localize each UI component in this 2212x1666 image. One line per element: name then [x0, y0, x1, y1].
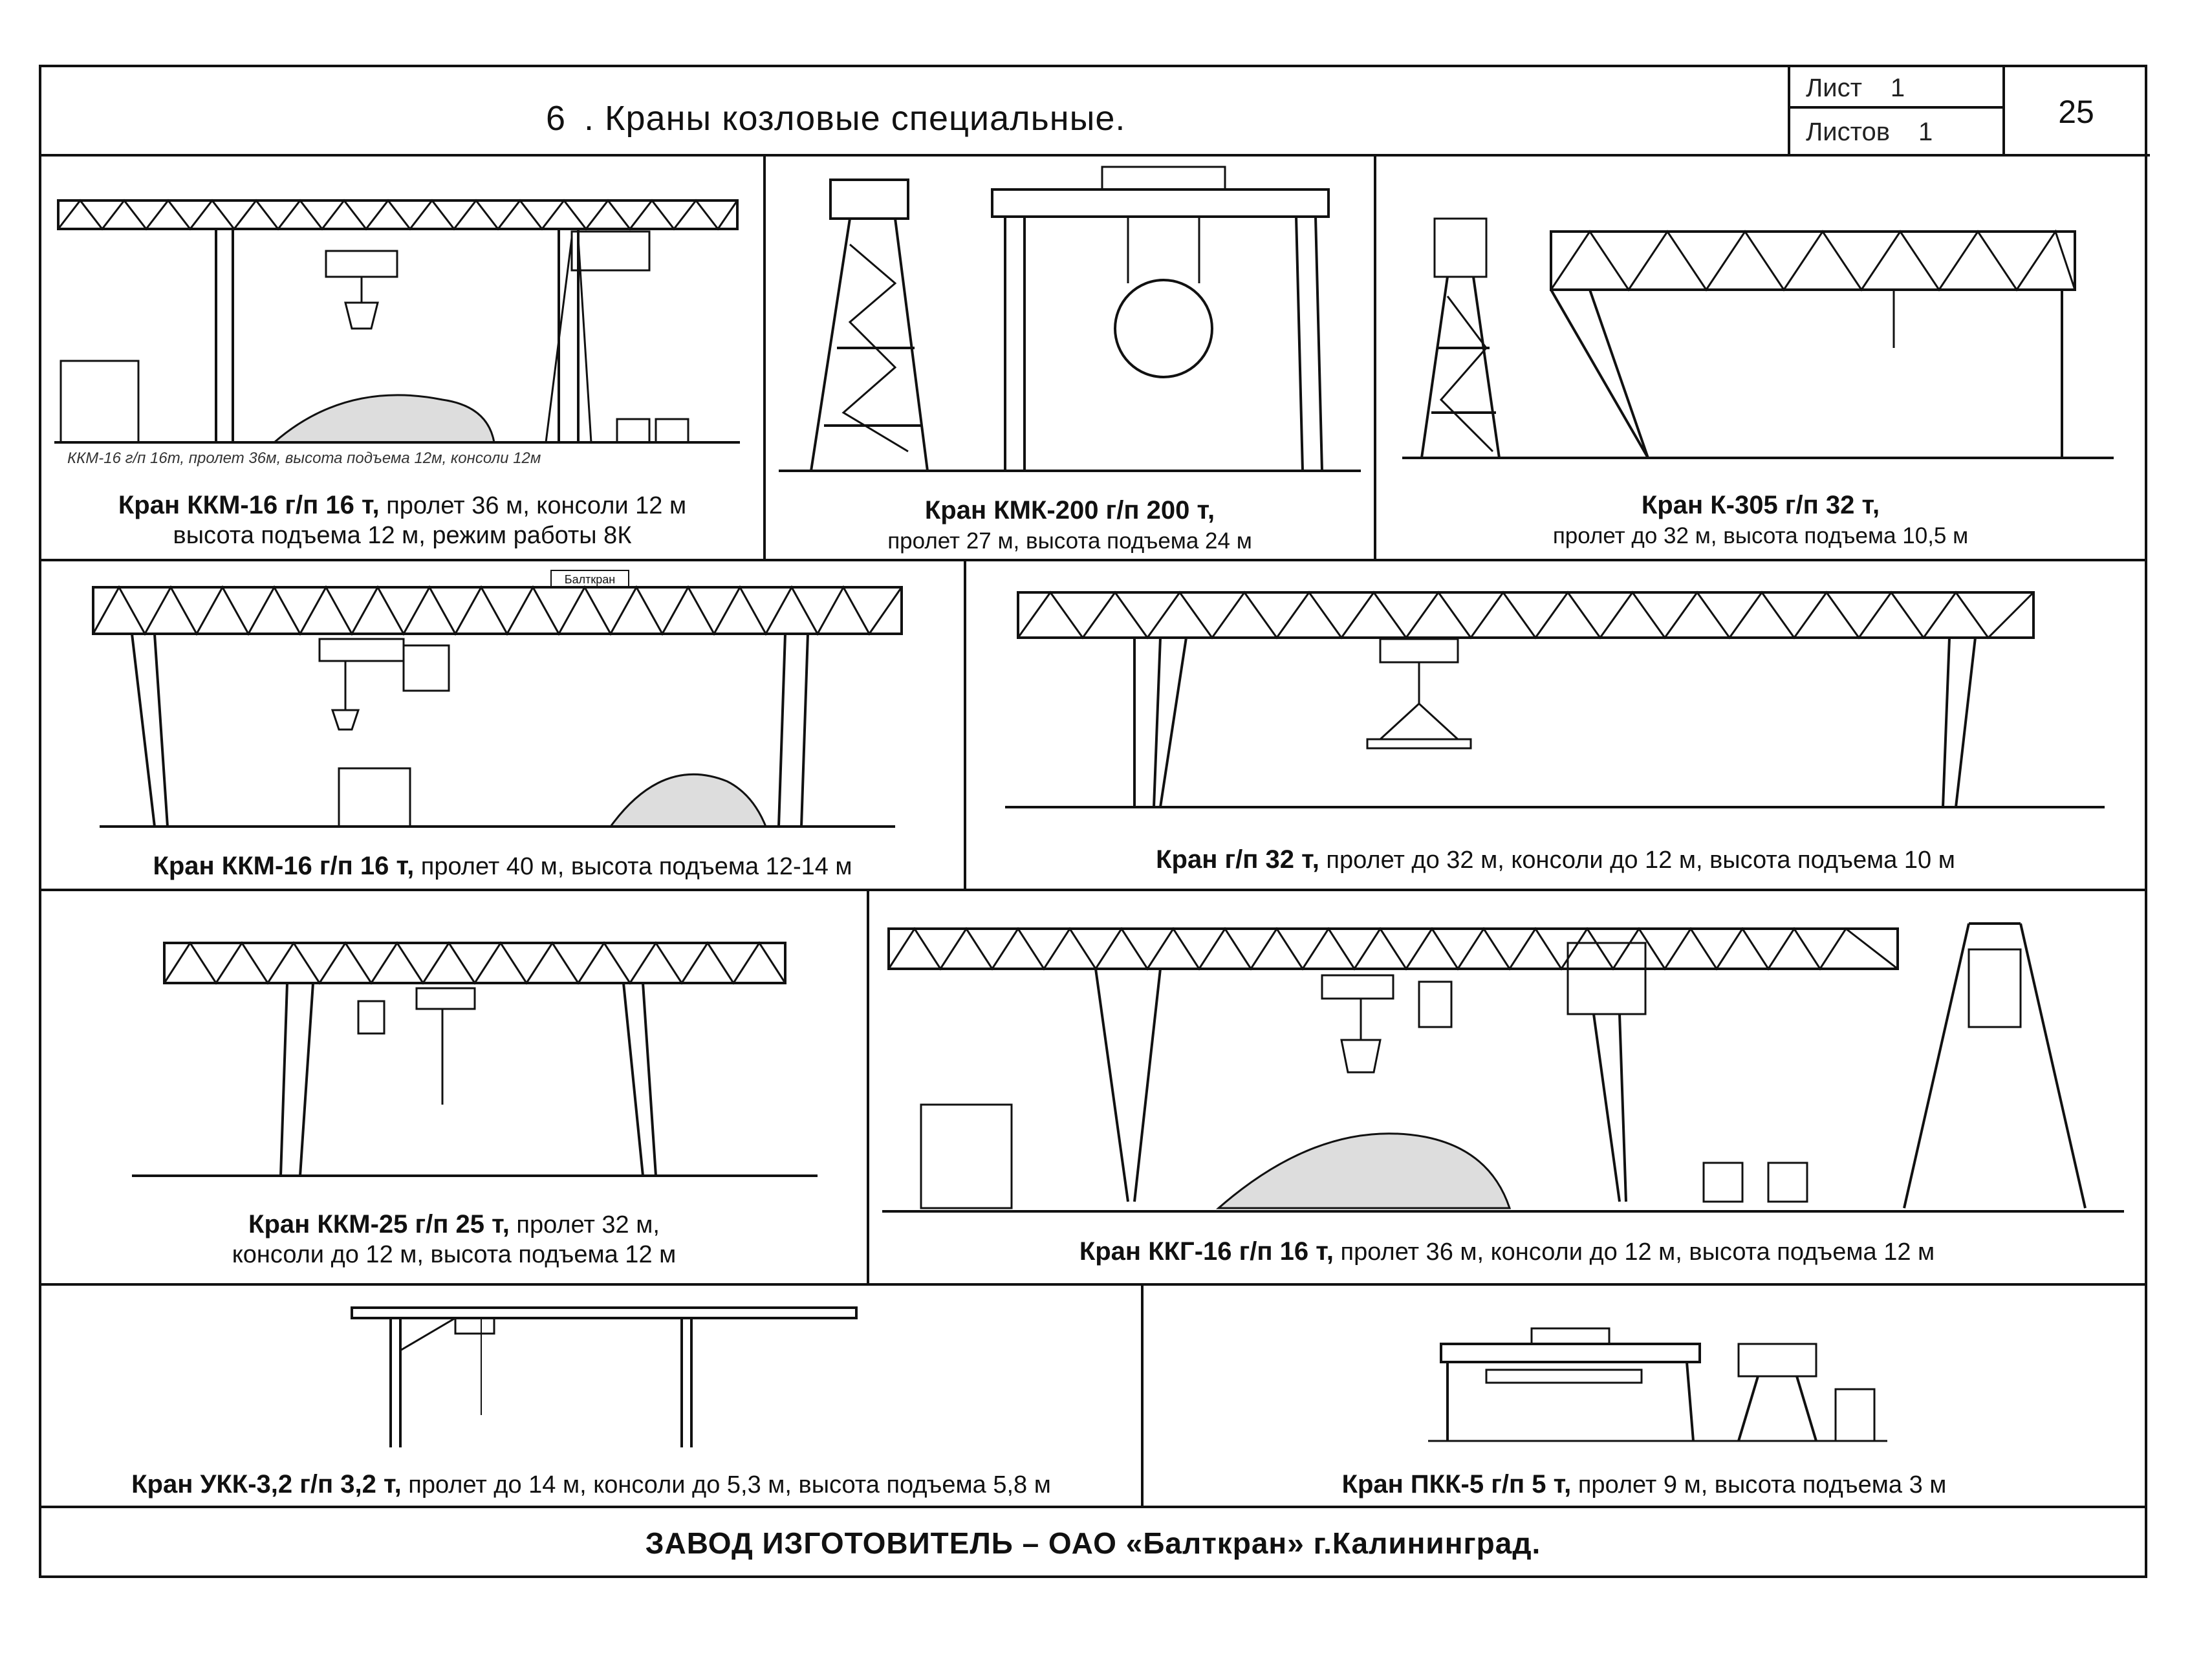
crane-desc: пролет 32 м,	[509, 1211, 660, 1239]
crane-name: Кран УКК-3,2 г/п 3,2 т,	[131, 1470, 402, 1498]
sheet-label: Лист	[1806, 74, 1862, 102]
crane-caption: Кран г/п 32 т, пролет до 32 м, консоли д…	[966, 845, 2145, 875]
crane-panel-pkk5: Кран ПКК-5 г/п 5 т, пролет 9 м, высота п…	[1144, 1286, 2145, 1508]
crane-drawing-kkm16-a: ККМ-16 г/п 16т, пролет 36м, высота подъе…	[54, 199, 740, 467]
crane-desc: пролет 36 м, консоли 12 м	[379, 492, 687, 519]
crane-desc-2: высота подъема 12 м, режим работы 8К	[173, 522, 632, 549]
crane-drawing-kkg16	[882, 922, 2124, 1213]
crane-desc-2: пролет 27 м, высота подъема 24 м	[887, 528, 1252, 554]
crane-name: Кран ККМ-16 г/п 16 т,	[153, 852, 415, 880]
sheets-row: Листов 1	[1790, 111, 2002, 153]
crane-caption: Кран К-305 г/п 32 т, пролет до 32 м, выс…	[1376, 490, 2145, 551]
crane-desc: пролет 9 м, высота подъема 3 м	[1571, 1471, 1947, 1498]
crane-name: Кран ПКК-5 г/п 5 т,	[1341, 1470, 1572, 1498]
crane-panel-kkm25: Кран ККМ-25 г/п 25 т, пролет 32 м, консо…	[41, 891, 869, 1286]
crane-caption: Кран ПКК-5 г/п 5 т, пролет 9 м, высота п…	[1144, 1469, 2145, 1500]
crane-panel-kkg16: Кран ККГ-16 г/п 16 т, пролет 36 м, консо…	[869, 891, 2145, 1286]
crane-panel-k305: Кран К-305 г/п 32 т, пролет до 32 м, выс…	[1376, 154, 2145, 561]
title-block: 6 . Краны козловые специальные. Лист 1 Лис…	[41, 67, 2150, 157]
section-number: 6	[546, 99, 567, 138]
crane-name: Кран КМК-200 г/п 200 т,	[924, 496, 1215, 525]
crane-desc: пролет до 32 м, консоли до 12 м, высота …	[1319, 847, 1955, 874]
crane-panel-kkm16-b: Балткран Кран ККМ-16 г/п 16 т, пролет 40…	[41, 561, 966, 891]
crane-drawing-ukk32	[351, 1306, 858, 1447]
crane-name: Кран ККГ-16 г/п 16 т,	[1079, 1237, 1334, 1266]
manufacturer-footer: ЗАВОД ИЗГОТОВИТЕЛЬ – ОАО «Балткран» г.Ка…	[645, 1526, 1541, 1560]
crane-drawing-kmk200	[779, 166, 1361, 472]
brand-plate: Балткран	[565, 573, 615, 586]
crane-desc: пролет до 14 м, консоли до 5,3 м, высота…	[401, 1471, 1051, 1498]
crane-desc: пролет 36 м, консоли до 12 м, высота под…	[1333, 1239, 1935, 1266]
crane-caption: Кран ККМ-25 г/п 25 т, пролет 32 м, консо…	[41, 1209, 867, 1270]
crane-panel-32t: Кран г/п 32 т, пролет до 32 м, консоли д…	[966, 561, 2145, 891]
crane-drawing-kkm25	[132, 941, 818, 1177]
section-title: 6 . Краны козловые специальные.	[546, 98, 1125, 138]
crane-drawing-k305	[1402, 217, 2114, 459]
drawing-sheet: 6 . Краны козловые специальные. Лист 1 Лис…	[39, 65, 2150, 1578]
crane-caption: Кран УКК-3,2 г/п 3,2 т, пролет до 14 м, …	[41, 1469, 1141, 1500]
crane-name: Кран г/п 32 т,	[1156, 845, 1319, 874]
page-number: 25	[2002, 67, 2147, 157]
crane-panel-ukk32: Кран УКК-3,2 г/п 3,2 т, пролет до 14 м, …	[41, 1286, 1144, 1508]
crane-drawing-32t	[1005, 590, 2105, 808]
crane-panel-kmk200: Кран КМК-200 г/п 200 т, пролет 27 м, выс…	[766, 154, 1376, 561]
drawing-note: ККМ-16 г/п 16т, пролет 36м, высота подъе…	[67, 449, 541, 467]
section-title-text: . Краны козловые специальные.	[584, 99, 1126, 138]
crane-name: Кран К-305 г/п 32 т,	[1641, 491, 1880, 519]
sheet-row: Лист 1	[1790, 67, 2002, 109]
crane-desc-2: пролет до 32 м, высота подъема 10,5 м	[1552, 523, 1969, 548]
crane-name: Кран ККМ-16 г/п 16 т,	[118, 491, 380, 519]
crane-panel-kkm16-a: ККМ-16 г/п 16т, пролет 36м, высота подъе…	[41, 154, 766, 561]
crane-caption: Кран КМК-200 г/п 200 т, пролет 27 м, выс…	[766, 495, 1374, 556]
crane-drawing-pkk5	[1428, 1327, 1887, 1442]
crane-desc-2: консоли до 12 м, высота подъема 12 м	[232, 1241, 677, 1268]
crane-name: Кран ККМ-25 г/п 25 т,	[248, 1210, 510, 1239]
sheet-value: 1	[1890, 74, 1905, 102]
sheets-value: 1	[1918, 118, 1933, 146]
crane-caption: Кран ККМ-16 г/п 16 т, пролет 40 м, высот…	[41, 851, 964, 882]
crane-caption: Кран ККМ-16 г/п 16 т, пролет 36 м, консо…	[41, 490, 763, 550]
crane-desc: пролет 40 м, высота подъема 12-14 м	[414, 853, 852, 880]
sheets-label: Листов	[1806, 118, 1890, 146]
crane-caption: Кран ККГ-16 г/п 16 т, пролет 36 м, консо…	[869, 1237, 2145, 1267]
crane-drawing-kkm16-b: Балткран	[92, 570, 903, 828]
